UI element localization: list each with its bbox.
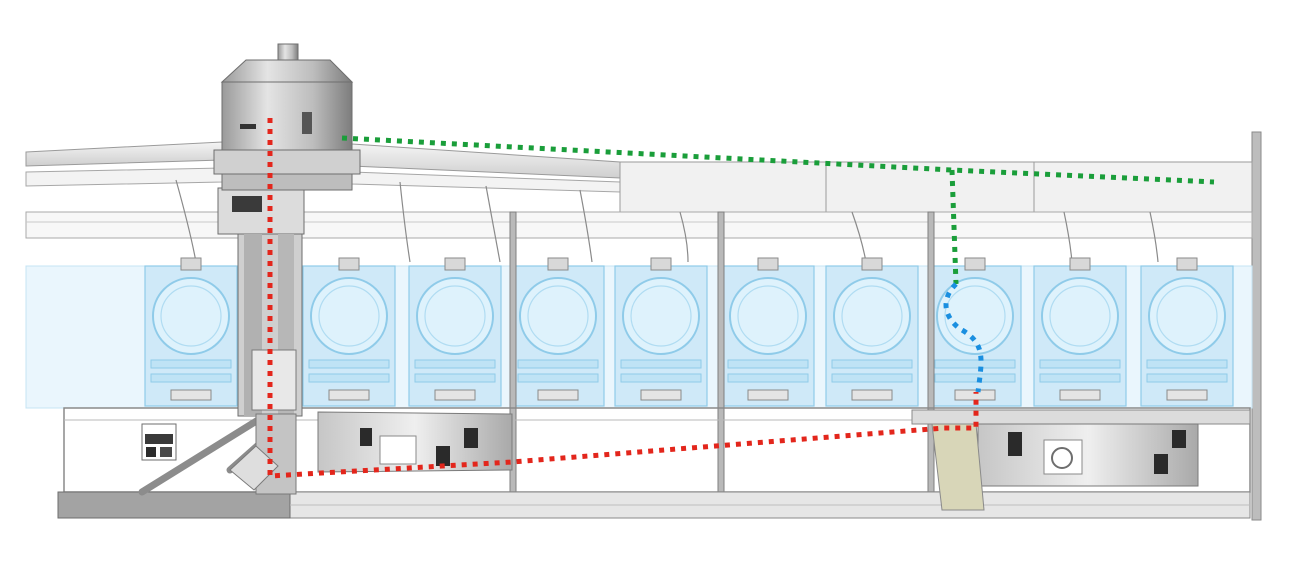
unit [721, 257, 815, 407]
unit [825, 257, 919, 407]
unit [511, 257, 605, 407]
unit [302, 257, 396, 407]
routes [267, 118, 1215, 479]
lower-frame [57, 407, 1251, 519]
unit [928, 257, 1022, 407]
unit [614, 257, 708, 407]
red-dotted-route [267, 118, 979, 479]
unit [408, 257, 502, 407]
control-box [141, 423, 177, 461]
hub-dome [213, 43, 361, 191]
blue-dotted-route [943, 282, 984, 393]
overhead-rail [25, 141, 1253, 239]
green-dotted-route [341, 135, 1215, 285]
chute [931, 423, 985, 511]
unit [1140, 257, 1234, 407]
unit [144, 257, 238, 407]
left-machine-box [317, 411, 513, 473]
units-row [144, 257, 1234, 407]
unit [1033, 257, 1127, 407]
right-machine-box [911, 409, 1251, 487]
right-wall-post [1251, 131, 1262, 521]
